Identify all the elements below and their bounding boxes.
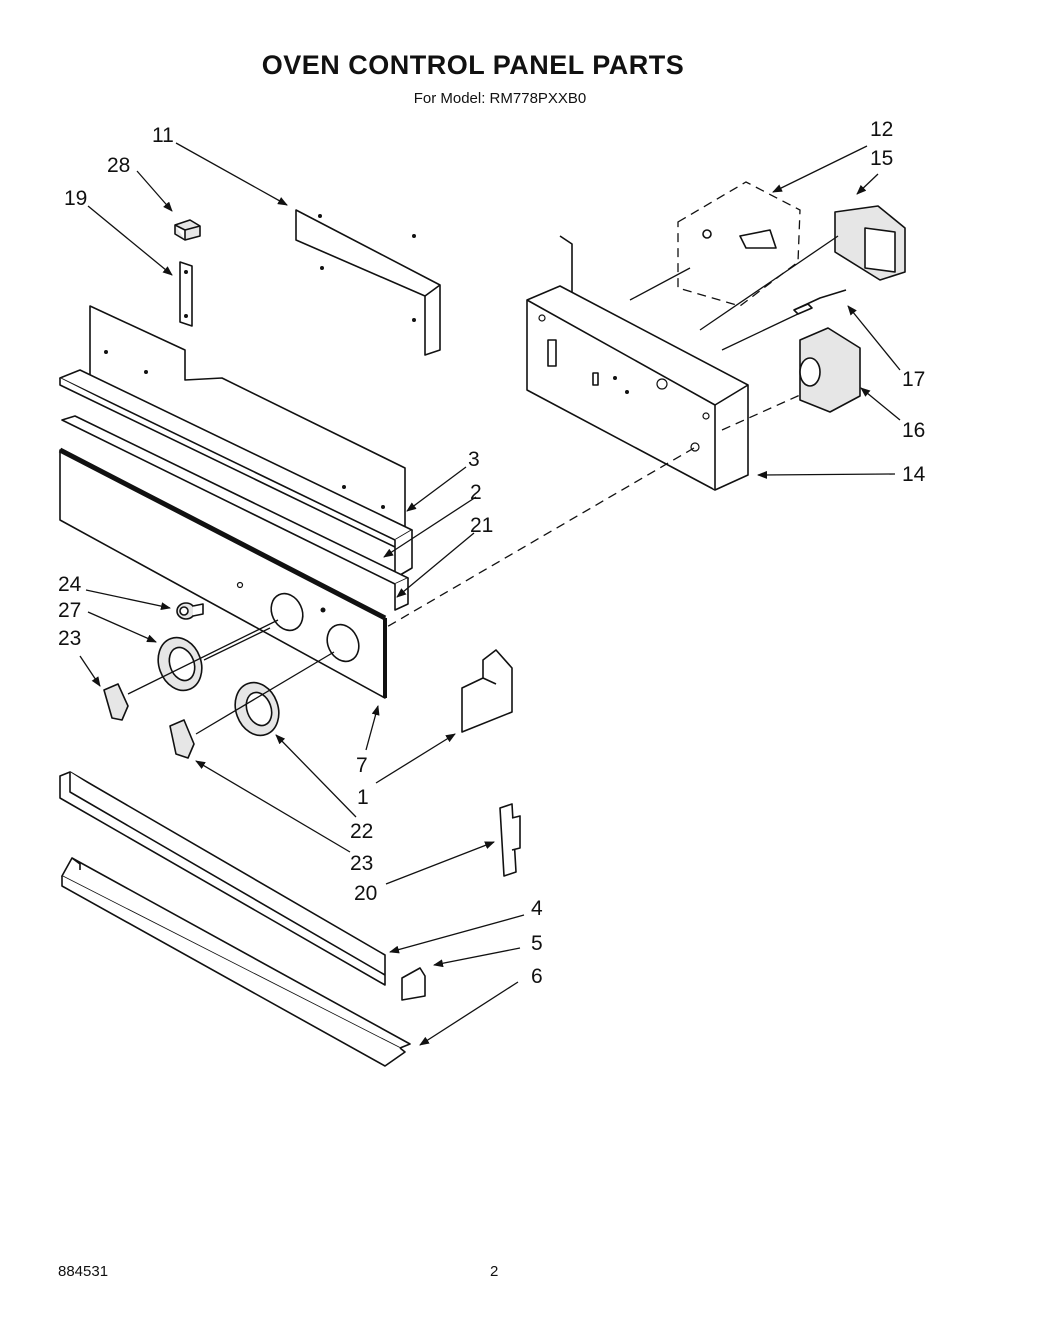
part-3-channel: [59, 369, 413, 579]
callout-6: 6: [531, 965, 543, 988]
part-23-knob-lower: [169, 719, 195, 759]
callout-28: 28: [107, 154, 130, 177]
model-line: For Model: RM778PXXB0: [413, 90, 587, 107]
part-14-control-bracket: [526, 235, 749, 491]
callout-21: 21: [470, 514, 493, 537]
part-28-clip: [174, 219, 201, 241]
callout-4: 4: [531, 897, 543, 920]
callout-1: 1: [357, 786, 369, 809]
part-15-switch: [834, 205, 906, 281]
callout-11: 11: [152, 124, 174, 147]
part-5-end-cap: [401, 967, 426, 1001]
callout-23-upper: 23: [58, 627, 81, 650]
callout-24: 24: [58, 573, 82, 596]
page-number: 2: [490, 1263, 499, 1280]
part-23-knob-upper: [103, 683, 129, 721]
part-1-bracket: [461, 649, 513, 733]
part-6-bottom-channel: [61, 857, 411, 1067]
part-16-thermostat: [799, 327, 861, 413]
part-7-control-panel: [58, 447, 387, 699]
callout-5: 5: [531, 932, 543, 955]
part-17-sensor: [793, 289, 847, 315]
part-20-bracket: [499, 803, 521, 877]
part-24-indicator: [176, 602, 204, 620]
document-number: 884531: [58, 1263, 109, 1280]
callout-2: 2: [470, 481, 482, 504]
callout-16: 16: [902, 419, 925, 442]
callout-19: 19: [64, 187, 87, 210]
part-27-bezel: [157, 636, 203, 692]
callout-23-lower: 23: [350, 852, 373, 875]
callout-22: 22: [350, 820, 373, 843]
part-12-terminal-assembly: [677, 181, 801, 307]
page-title: OVEN CONTROL PANEL PARTS: [261, 50, 685, 80]
callout-20: 20: [354, 882, 377, 905]
callout-3: 3: [468, 448, 480, 471]
callout-14: 14: [902, 463, 926, 486]
callout-15: 15: [870, 147, 893, 170]
callout-12: 12: [870, 118, 893, 141]
callout-17: 17: [902, 368, 925, 391]
part-11-cover-plate: [295, 209, 441, 356]
part-2-trim-rail: [61, 415, 409, 611]
callout-7: 7: [356, 754, 368, 777]
part-4-bottom-trim: [59, 771, 386, 986]
part-19-bracket: [179, 261, 193, 327]
callout-27: 27: [58, 599, 81, 622]
